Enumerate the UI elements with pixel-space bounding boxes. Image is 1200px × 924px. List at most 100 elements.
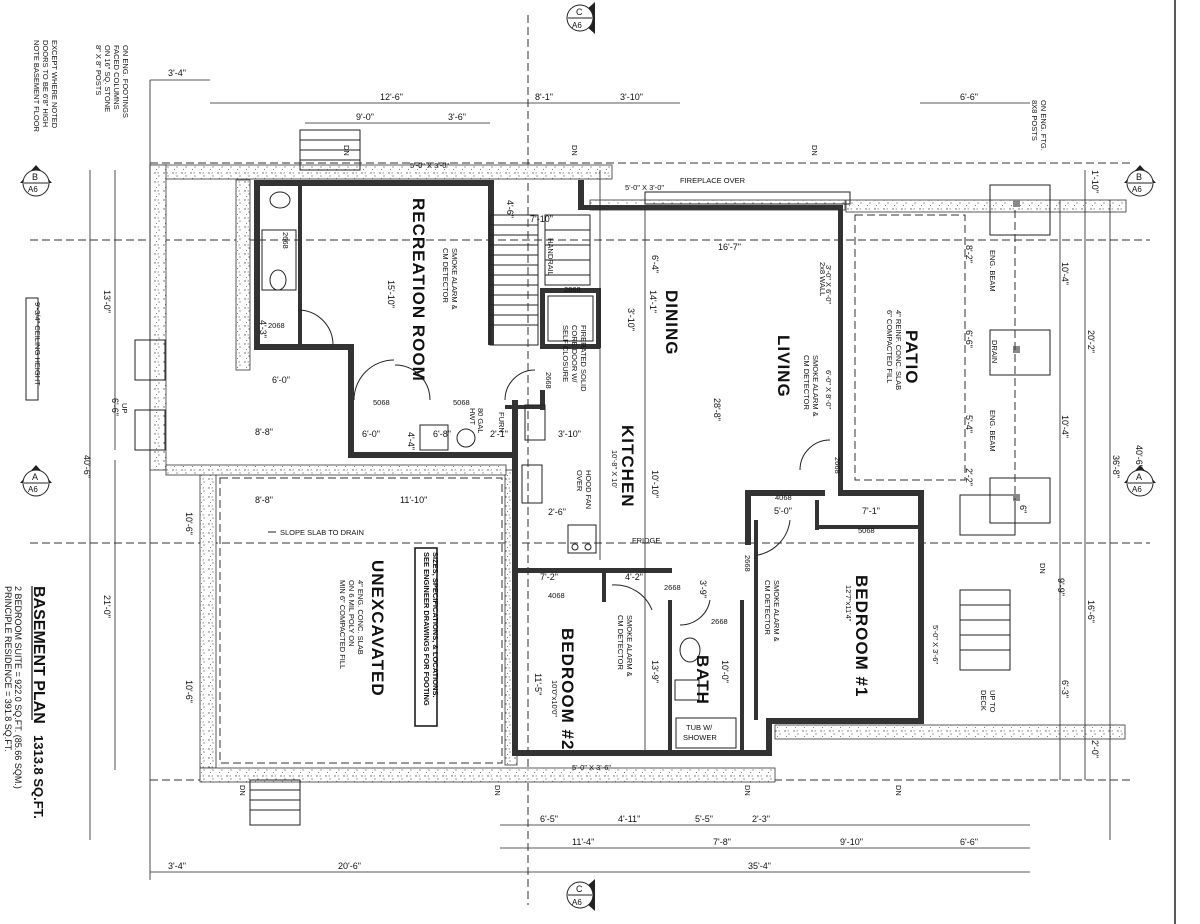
svg-text:6": 6" — [1018, 505, 1028, 513]
svg-text:ON ENG. FOOTINGS: ON ENG. FOOTINGS — [121, 45, 130, 118]
section-letter: B — [32, 172, 38, 182]
svg-text:CM DETECTOR: CM DETECTOR — [441, 248, 450, 303]
svg-text:MIN 6" COMPACTED FILL: MIN 6" COMPACTED FILL — [338, 580, 347, 669]
svg-text:3'-0" X 6'-0": 3'-0" X 6'-0" — [824, 265, 833, 304]
svg-text:OVER: OVER — [575, 470, 584, 492]
svg-text:ON 16" SQ. STONE: ON 16" SQ. STONE — [103, 45, 112, 112]
room-bedroom-1: BEDROOM #1 — [852, 575, 871, 697]
svg-text:8'-1": 8'-1" — [535, 92, 553, 102]
svg-text:5'-0" X 3'-6": 5'-0" X 3'-6" — [931, 625, 940, 664]
room-kitchen: KITCHEN — [618, 425, 637, 508]
section-sheet: A6 — [28, 485, 38, 494]
room-patio: PATIO — [902, 330, 921, 384]
svg-text:9'-9": 9'-9" — [1056, 578, 1066, 596]
svg-text:SMOKE ALARM &: SMOKE ALARM & — [450, 248, 459, 310]
svg-text:FRIDGE: FRIDGE — [632, 536, 660, 545]
svg-text:HWT: HWT — [468, 408, 477, 425]
svg-text:36'-8": 36'-8" — [1111, 455, 1121, 478]
svg-text:3'-4": 3'-4" — [168, 861, 186, 871]
svg-text:DN: DN — [342, 145, 351, 156]
svg-text:15'-10": 15'-10" — [386, 280, 396, 308]
svg-text:28'-8": 28'-8" — [712, 398, 722, 421]
svg-text:HOOD FAN: HOOD FAN — [584, 470, 593, 509]
plan-total-area: 1313.8 SQ.FT. — [31, 735, 46, 819]
svg-text:2868: 2868 — [564, 285, 581, 294]
svg-text:2668: 2668 — [743, 555, 752, 572]
door-swings — [297, 309, 831, 626]
svg-text:UP TO: UP TO — [988, 690, 997, 713]
section-marker-c-bottom: C A6 — [566, 879, 595, 911]
svg-text:16'-7": 16'-7" — [718, 242, 741, 252]
svg-text:12'-6": 12'-6" — [380, 92, 403, 102]
svg-text:5068: 5068 — [858, 526, 875, 535]
room-dining: DINING — [662, 290, 681, 356]
section-sheet: A6 — [1132, 485, 1142, 494]
section-marker-b-left: B A6 — [20, 165, 52, 197]
svg-text:2'-6": 2'-6" — [548, 507, 566, 517]
svg-text:40'-6": 40'-6" — [1134, 445, 1144, 468]
svg-text:2'-0": 2'-0" — [1090, 740, 1100, 758]
door-codes: 2668 2068 5068 5068 2868 2668 4068 2668 … — [268, 161, 940, 772]
svg-text:10'-6": 10'-6" — [184, 680, 194, 703]
room-bath: BATH — [693, 655, 712, 705]
section-sheet: A6 — [1132, 185, 1142, 194]
svg-text:ON ENG. FTG.: ON ENG. FTG. — [1039, 100, 1048, 151]
dimensions-right: 1'-10" 10'-4" 20'-2" 36'-8" 10'-4" 40'-6… — [1056, 170, 1144, 758]
dimension-lines — [89, 79, 1111, 880]
svg-text:SEE ENGINEER DRAWINGS FOR FOOT: SEE ENGINEER DRAWINGS FOR FOOTING — [422, 552, 431, 706]
room-bedroom-2: BEDROOM #2 — [558, 628, 577, 750]
section-letter: A — [1136, 472, 1142, 482]
svg-text:DN: DN — [810, 145, 819, 156]
svg-text:7'-8": 7'-8" — [713, 837, 731, 847]
svg-text:SMOKE ALARM &: SMOKE ALARM & — [811, 355, 820, 417]
svg-text:TUB W/: TUB W/ — [686, 723, 713, 732]
svg-text:2668: 2668 — [711, 617, 728, 626]
svg-text:EXCEPT WHERE NOTED: EXCEPT WHERE NOTED — [50, 40, 59, 129]
svg-text:35'-4": 35'-4" — [748, 861, 771, 871]
svg-text:9'-10": 9'-10" — [840, 837, 863, 847]
svg-text:7'-1": 7'-1" — [862, 506, 880, 516]
svg-text:7'-10": 7'-10" — [530, 214, 553, 224]
title-block: BASEMENT PLAN 1313.8 SQ.FT. 2 BEDROOM SU… — [3, 586, 47, 819]
bedroom-2-size: 10'0"x10'0" — [550, 680, 559, 717]
svg-text:4'-3": 4'-3" — [258, 320, 268, 338]
section-sheet: A6 — [572, 898, 582, 907]
svg-text:5'-0" X 3'-0": 5'-0" X 3'-0" — [625, 183, 664, 192]
svg-text:SELF CLOSURE: SELF CLOSURE — [561, 325, 570, 382]
svg-text:3'-10": 3'-10" — [558, 429, 581, 439]
svg-text:5'-0": 5'-0" — [774, 506, 792, 516]
bedroom-1-size: 12'7"x11'4" — [844, 585, 853, 622]
svg-text:ENG. BEAM: ENG. BEAM — [988, 250, 997, 292]
svg-text:5068: 5068 — [373, 398, 390, 407]
stairs-exterior — [249, 129, 1016, 826]
plan-suite-area: 2 BEDROOM SUITE = 922.0 SQ.FT. (85.66 SQ… — [13, 586, 23, 789]
svg-text:CM DETECTOR: CM DETECTOR — [763, 580, 772, 635]
svg-text:10'-6": 10'-6" — [184, 512, 194, 535]
svg-text:2668: 2668 — [833, 457, 842, 474]
svg-text:SMOKE ALARM &: SMOKE ALARM & — [772, 580, 781, 642]
svg-text:6'-5": 6'-5" — [540, 814, 558, 824]
svg-text:CM DETECTOR: CM DETECTOR — [802, 355, 811, 410]
svg-text:DOORS TO BE 6'8" HIGH: DOORS TO BE 6'8" HIGH — [41, 40, 50, 127]
svg-text:FIREPLACE OVER: FIREPLACE OVER — [680, 176, 746, 185]
svg-text:6'-6": 6'-6" — [960, 92, 978, 102]
dimensions-interior: 15'-10" 6'-0" 8'-8" 11'-10" 8'-8" 6'-0" … — [255, 200, 1028, 695]
dimensions-left: 13'-0" 40'-6" 21'-0" 10'-6" 10'-6" 6'-6" — [82, 290, 194, 703]
section-sheet: A6 — [572, 21, 582, 30]
svg-text:3'-6": 3'-6" — [448, 112, 466, 122]
svg-text:13'-0": 13'-0" — [102, 290, 112, 313]
svg-text:2068: 2068 — [268, 321, 285, 330]
svg-text:10'-4": 10'-4" — [1060, 415, 1070, 438]
svg-text:10'-0": 10'-0" — [720, 660, 730, 683]
section-letter: B — [1136, 172, 1142, 182]
svg-text:2x8 WALL: 2x8 WALL — [818, 262, 827, 296]
svg-text:8" X 8" POSTS: 8" X 8" POSTS — [94, 45, 103, 95]
svg-text:6'-8": 6'-8" — [433, 429, 451, 439]
svg-text:6'-3": 6'-3" — [1060, 680, 1070, 698]
general-notes: NOTE BASEMENT FLOOR DOORS TO BE 6'8" HIG… — [25, 40, 1048, 796]
svg-text:NOTE BASEMENT FLOOR: NOTE BASEMENT FLOOR — [32, 40, 41, 133]
svg-text:4'-6": 4'-6" — [505, 200, 515, 218]
svg-text:FACED COLUMNS: FACED COLUMNS — [112, 45, 121, 110]
svg-text:6'-6": 6'-6" — [110, 398, 120, 416]
